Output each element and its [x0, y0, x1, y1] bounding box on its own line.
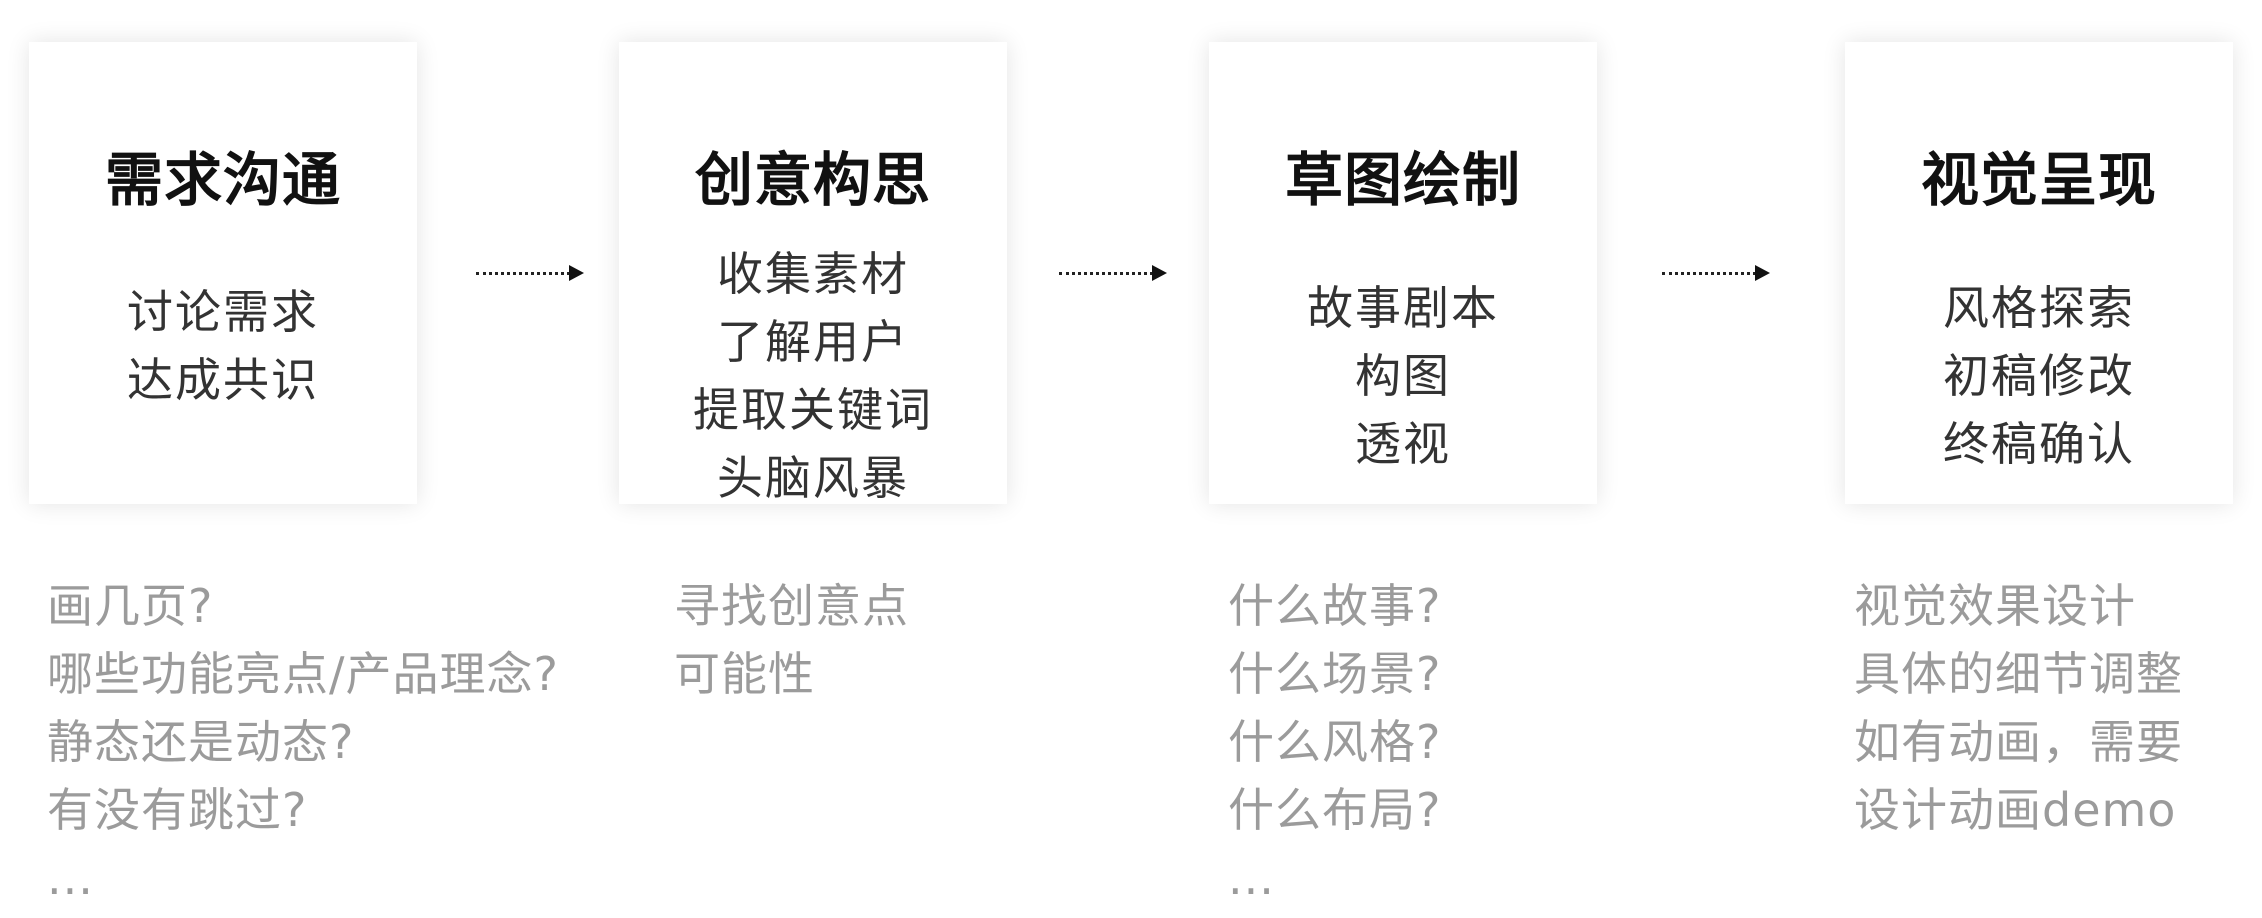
stage-card-4: 视觉呈现 风格探索 初稿修改 终稿确认	[1845, 42, 2233, 504]
stage-item: 提取关键词	[693, 383, 933, 437]
stage-item-list: 讨论需求 达成共识	[29, 278, 417, 414]
stage-item: 了解用户	[717, 315, 909, 369]
stage-item: 初稿修改	[1943, 349, 2135, 403]
note-line: ...	[1228, 851, 1275, 905]
stage-item: 收集素材	[717, 247, 909, 301]
stage-item: 头脑风暴	[717, 451, 909, 505]
arrow-head-icon	[569, 265, 584, 281]
stage-item: 构图	[1355, 349, 1451, 403]
stage-notes-1: 画几页? 哪些功能亮点/产品理念? 静态还是动态? 有没有跳过? ...	[47, 572, 559, 912]
stage-card-3: 草图绘制 故事剧本 构图 透视	[1209, 42, 1597, 504]
stage-item: 终稿确认	[1943, 417, 2135, 471]
note-line: 什么风格?	[1228, 715, 1442, 769]
stage-item: 故事剧本	[1307, 281, 1499, 335]
stage-item-list: 收集素材 了解用户 提取关键词 头脑风暴	[619, 240, 1007, 512]
note-line: 静态还是动态?	[47, 715, 355, 769]
stage-title: 草图绘制	[1284, 146, 1521, 214]
arrow-head-icon	[1755, 265, 1770, 281]
note-line: 画几页?	[47, 579, 214, 633]
note-line: 什么故事?	[1228, 579, 1442, 633]
stage-item: 讨论需求	[127, 285, 319, 339]
note-line: 什么场景?	[1228, 647, 1442, 701]
flow-arrow-2	[1059, 265, 1167, 281]
note-line: ...	[47, 851, 94, 905]
flow-arrow-3	[1662, 265, 1770, 281]
note-line: 视觉效果设计	[1854, 579, 2136, 633]
note-line: 哪些功能亮点/产品理念?	[47, 647, 559, 701]
stage-item: 透视	[1355, 417, 1451, 471]
stage-notes-2: 寻找创意点 可能性	[674, 572, 909, 708]
stage-item-list: 故事剧本 构图 透视	[1209, 274, 1597, 478]
stage-title: 视觉呈现	[1920, 146, 2157, 214]
arrow-head-icon	[1152, 265, 1167, 281]
stage-card-2: 创意构思 收集素材 了解用户 提取关键词 头脑风暴	[619, 42, 1007, 505]
stage-item-list: 风格探索 初稿修改 终稿确认	[1845, 274, 2233, 478]
note-line: 如有动画，需要	[1854, 715, 2183, 769]
stage-item: 风格探索	[1943, 281, 2135, 335]
note-line: 设计动画demo	[1854, 783, 2177, 837]
note-line: 寻找创意点	[674, 579, 909, 633]
note-line: 什么布局?	[1228, 783, 1442, 837]
stage-item: 达成共识	[127, 353, 319, 407]
stage-title: 需求沟通	[104, 146, 341, 214]
stage-notes-4: 视觉效果设计 具体的细节调整 如有动画，需要 设计动画demo	[1854, 572, 2183, 844]
note-line: 具体的细节调整	[1854, 647, 2183, 701]
stage-title: 创意构思	[694, 146, 931, 214]
stage-notes-3: 什么故事? 什么场景? 什么风格? 什么布局? ...	[1228, 572, 1441, 912]
flow-arrow-1	[476, 265, 584, 281]
note-line: 可能性	[674, 647, 815, 701]
note-line: 有没有跳过?	[47, 783, 308, 837]
stage-card-1: 需求沟通 讨论需求 达成共识	[29, 42, 417, 504]
